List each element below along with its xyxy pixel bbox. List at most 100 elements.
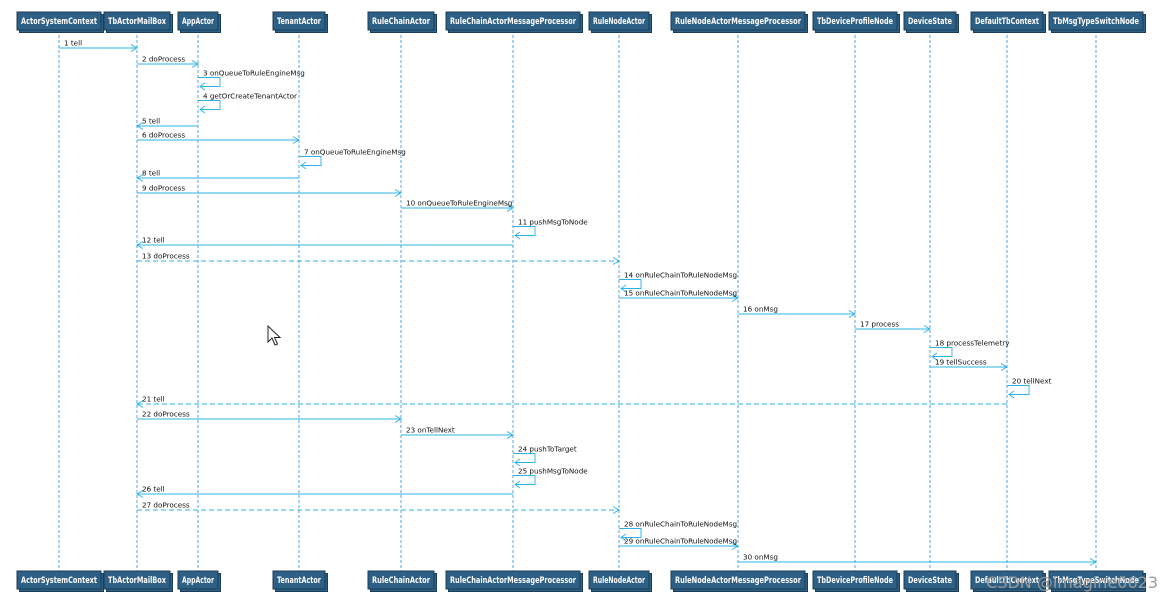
participant-label: DefaultTbContext [975,576,1039,586]
message-label: 15 onRuleChainToRuleNodeMsg [624,289,737,298]
participant-tbmb-bottom: TbActorMailBox [103,570,173,592]
participant-dst-bottom: DeviceState [903,570,959,592]
message-26: 26 tell [136,485,513,498]
participant-label: AppActor [182,17,215,27]
mouse-pointer-icon [267,324,282,346]
message-label: 5 tell [142,117,160,126]
message-label: 10 onQueueToRuleEngineMsg [406,199,512,208]
participant-tdp-top: TbDeviceProfileNode [812,11,900,33]
participant-label: RuleChainActor [372,576,431,586]
message-28: 28 onRuleChainToRuleNodeMsg [619,520,737,542]
participant-dst-top: DeviceState [903,11,959,33]
message-label: 3 onQueueToRuleEngineMsg [203,69,305,78]
message-21: 21 tell [136,395,1007,408]
self-message-line [619,528,642,538]
participant-box [970,570,1044,590]
participant-label: AppActor [182,576,215,586]
message-4: 4 getOrCreateTenantActor [198,92,297,114]
message-label: 28 onRuleChainToRuleNodeMsg [624,520,737,529]
message-label: 2 doProcess [142,55,185,64]
message-label: 1 tell [64,39,82,48]
message-12: 12 tell [136,236,513,249]
self-message-line [513,475,536,485]
message-label: 30 onMsg [743,553,778,562]
message-arrowhead [292,136,300,144]
self-message-line [619,279,642,289]
message-15: 15 onRuleChainToRuleNodeMsg [619,289,739,302]
self-message-line [513,453,536,463]
participant-app-bottom: AppActor [177,570,221,592]
message-label: 23 onTellNext [406,426,455,435]
self-message-line [198,77,221,87]
message-arrowhead [514,458,521,467]
message-9: 9 doProcess [137,184,402,197]
participant-footer-row: ActorSystemContext TbActorMailBox AppActor… [16,570,1146,592]
participant-box [103,11,171,31]
participant-label: RuleNodeActor [593,576,646,586]
message-29: 29 onRuleChainToRuleNodeMsg [619,537,739,550]
participant-label: RuleNodeActorMessageProcessor [675,576,802,586]
participant-box [903,11,957,31]
message-label: 24 pushToTarget [518,445,577,454]
participant-rnamp-top: RuleNodeActorMessageProcessor [670,11,808,33]
participant-label: TbMsgTypeSwitchNode [1053,576,1139,586]
participant-label: RuleChainActorMessageProcessor [450,17,577,27]
message-arrowhead [394,415,402,423]
lifelines [58,30,1097,571]
participant-box [670,570,806,590]
participant-rna-bottom: RuleNodeActor [588,570,652,592]
watermark: CSDN @imagine0623 [986,573,1158,592]
message-2: 2 doProcess [137,55,199,68]
message-arrowhead [1008,390,1015,399]
message-label: 8 tell [142,169,160,178]
message-arrowhead [612,506,620,514]
message-arrowhead [931,352,938,361]
message-label: 7 onQueueToRuleEngineMsg [304,148,406,157]
participant-tbmb-top: TbActorMailBox [103,11,173,33]
message-arrowhead [199,105,206,114]
participant-tdp-bottom: TbDeviceProfileNode [812,570,900,592]
message-label: 16 onMsg [743,305,778,314]
message-arrowhead [620,284,627,293]
message-arrowhead [514,231,521,240]
message-25: 25 pushMsgToNode [513,467,588,489]
message-18: 18 processTelemetry [930,339,1010,361]
participant-rnamp-bottom: RuleNodeActorMessageProcessor [670,570,808,592]
message-7: 7 onQueueToRuleEngineMsg [299,148,406,170]
message-arrowhead [136,241,144,249]
message-11: 11 pushMsgToNode [513,218,588,240]
participant-label: TenantActor [277,576,322,586]
message-27: 27 doProcess [137,501,620,514]
participant-ten-top: TenantActor [272,11,328,33]
participant-box [670,11,806,31]
participant-rna-top: RuleNodeActor [588,11,652,33]
participant-box [445,570,581,590]
participant-tms-top: TbMsgTypeSwitchNode [1048,11,1146,33]
message-arrowhead [923,325,931,333]
message-label: 25 pushMsgToNode [518,467,588,476]
message-22: 22 doProcess [137,410,402,423]
participant-box [588,570,650,590]
participant-box [588,11,650,31]
participant-label: DeviceState [908,17,952,27]
participant-tms-bottom: TbMsgTypeSwitchNode [1048,570,1146,592]
message-8: 8 tell [136,169,299,182]
participant-app-top: AppActor [177,11,221,33]
participant-label: ActorSystemContext [21,576,97,586]
participant-box [272,11,326,31]
message-label: 29 onRuleChainToRuleNodeMsg [624,537,737,546]
participant-label: RuleChainActor [372,17,431,27]
self-message-line [930,347,953,357]
message-arrowhead [514,480,521,489]
message-17: 17 process [855,320,931,333]
message-arrowhead [506,431,514,439]
participant-box [812,570,898,590]
participant-rcamp-top: RuleChainActorMessageProcessor [445,11,583,33]
message-label: 9 doProcess [142,184,185,193]
messages: 1 tell 2 doProcess 3 onQueueToRuleEngineMs… [59,39,1097,566]
message-arrowhead [191,60,199,68]
message-14: 14 onRuleChainToRuleNodeMsg [619,271,737,293]
message-3: 3 onQueueToRuleEngineMsg [198,69,305,91]
participant-box [970,11,1044,31]
message-6: 6 doProcess [137,131,300,144]
